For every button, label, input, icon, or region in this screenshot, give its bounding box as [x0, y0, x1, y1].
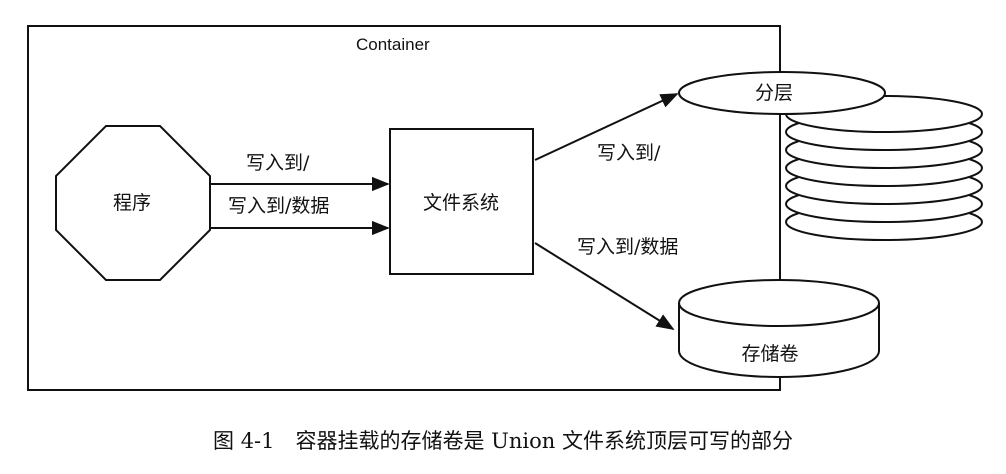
arrow-filesystem-to-volume — [534, 242, 675, 330]
volume-cylinder — [678, 279, 880, 378]
program-octagon — [55, 125, 211, 281]
layer-label: 分层 — [754, 82, 794, 104]
container-box — [27, 25, 781, 391]
layer-stack — [785, 95, 983, 241]
layer-top-ellipse — [678, 71, 886, 115]
program-label: 程序 — [112, 192, 152, 214]
filesystem-label: 文件系统 — [422, 192, 500, 214]
arrow-label-write-layer: 写入到/ — [597, 142, 661, 164]
arrow-label-write-data: 写入到/数据 — [228, 195, 330, 217]
arrow-label-write-root: 写入到/ — [246, 152, 310, 174]
volume-label: 存储卷 — [741, 343, 799, 365]
arrow-label-write-volume: 写入到/数据 — [577, 236, 679, 258]
figure-caption: 图 4-1 容器挂载的存储卷是 Union 文件系统顶层可写的部分 — [213, 429, 793, 453]
container-label: Container — [356, 35, 430, 54]
filesystem-box — [389, 128, 534, 275]
arrow-filesystem-to-layer — [534, 93, 679, 161]
